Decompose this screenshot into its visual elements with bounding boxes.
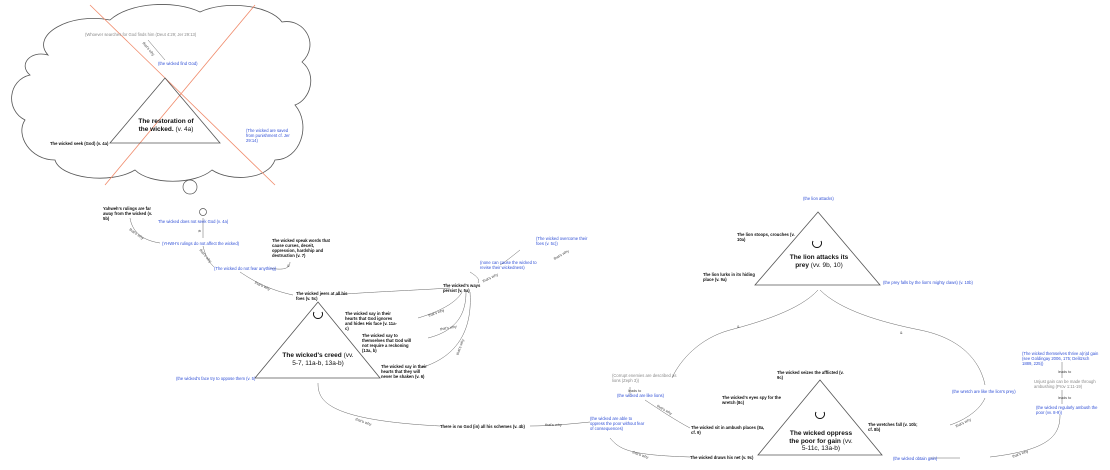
oppress-unjust-gain: Unjust gain can be made through ambushin… (1034, 379, 1096, 389)
creed-jeers: The wicked jeers at all his foes (v. 5c) (296, 291, 348, 301)
bubble-finds: (the wicked find God) (158, 61, 198, 66)
oppress-eyes: The wicked's eyes spy for the wretch (8c… (722, 395, 781, 405)
restoration-title-main: The restoration of the wicked. (138, 118, 194, 133)
creed-no-reckoning: The wicked say to themselves that God wi… (362, 333, 412, 353)
thought-bubble-dot-large (182, 179, 198, 195)
edge-label: & (287, 264, 290, 268)
edge-label: leads to (1058, 370, 1072, 374)
oppress-seizes: The wicked seizes the afflicted (v. 9c) (777, 370, 844, 380)
restoration-title: The restoration of the wicked. (v. 4a) (135, 118, 197, 133)
lion-title: The lion attacks its prey (vv. 9b, 10) (785, 254, 853, 269)
creed-ignores: The wicked say in their hearts that God … (345, 311, 397, 331)
edge-label: leads to (1058, 396, 1072, 400)
oppress-they-gain: (the wicked obtain gain) (893, 456, 938, 461)
edge-label: & (900, 331, 903, 335)
restoration-title-ref: (v. 4a) (175, 125, 194, 133)
restoration-triangle (109, 77, 221, 144)
oppress-ambush: The wicked sit in ambush places (8a, cf.… (691, 425, 765, 435)
lion-stoops: The lion stoops, crouches (v. 10a) (737, 232, 795, 242)
cycle-icon (313, 240, 825, 419)
creed-rulings: (YHWH's rulings do not affect the wicked… (162, 241, 240, 246)
creed-not-seek: The wicked does not seek God (v. 4a) (158, 219, 229, 224)
bubble-right: (The wicked are saved from punishment cf… (246, 128, 290, 143)
creed-net: The wicked draws his net (v. 9c) (690, 455, 754, 460)
lion-prey-falls: (the prey falls by the lion's mighty cla… (883, 280, 973, 285)
lion-title-main: The lion attacks its prey (789, 254, 849, 269)
oppress-wretch-lion: (the wretch are like the lion's prey) (952, 389, 1016, 394)
creed-face: (the wicked's face try to oppose them (v… (176, 376, 256, 381)
oppress-triangle (757, 379, 883, 456)
creed-none-cause: (none can cause the wicked to revise the… (480, 260, 537, 270)
creed-title-ref: (vv. 5-7, 11a-b, 13a-b) (292, 352, 354, 367)
cross-line-2 (104, 4, 256, 186)
lion-triangle (754, 211, 881, 286)
creed-overcome: (The wicked overcome their foes (v. 5c)) (536, 236, 588, 246)
creed-words: The wicked speak words that cause curses… (272, 238, 330, 258)
oppress-title-main: The wicked oppress the poor for gain (789, 430, 853, 445)
creed-no-fear: (The wicked do not fear anything) (214, 266, 277, 271)
cross-line-1 (89, 4, 276, 186)
creed-no-god: There is no God (in) all his schemes (v.… (440, 424, 525, 429)
oppress-ambush-poor: (the wicked regularly ambush the poor (v… (1036, 405, 1098, 415)
oppress-like-lions: (the wicked are like lions) (617, 393, 665, 398)
creed-triangle (254, 301, 381, 379)
creed-title-main: The wicked's creed (282, 352, 342, 359)
bubble-left: The wicked seek (God) (v. 4a) (50, 141, 109, 146)
oppress-title-ref: (vv. 5-11c, 13a-b) (801, 437, 853, 453)
thought-cloud (11, 4, 312, 182)
thought-bubble-dot-small (199, 208, 207, 216)
edge-label: & (737, 325, 740, 329)
edge-label: leads to (628, 389, 642, 393)
creed-top-left: Yahweh's rulings are far away from the w… (103, 206, 153, 221)
creed-also-oppress: (the wicked are able to oppress the poor… (590, 416, 645, 431)
creed-title: The wicked's creed (vv. 5-7, 11a-b, 13a-… (282, 352, 354, 367)
oppress-wretches-fall: The wretches fall (v. 10b; cf. 8b) (868, 422, 918, 432)
creed-never-shaken: The wicked say in their hearts that they… (381, 364, 427, 379)
edge-label: & (197, 229, 202, 233)
oppress-title: The wicked oppress the poor for gain (vv… (787, 430, 855, 453)
creed-ways-persist: The wicked's ways persist (v. 5a) (443, 283, 481, 293)
oppress-enrich: (The wicked themselves thrive a(n)d gain… (1022, 351, 1099, 366)
lion-attacks: (the lion attacks) (803, 196, 834, 201)
oppress-corrupt: (Corrupt enemies are described as lions … (612, 373, 677, 383)
lion-lurks: The lion lurks in its hiding place (v. 9… (703, 272, 755, 282)
bubble-quote: (Whoever searches for God finds him (Deu… (85, 32, 197, 37)
lion-title-ref: (vv. 9b, 10) (810, 261, 843, 269)
edge-label: that's why (545, 423, 562, 427)
